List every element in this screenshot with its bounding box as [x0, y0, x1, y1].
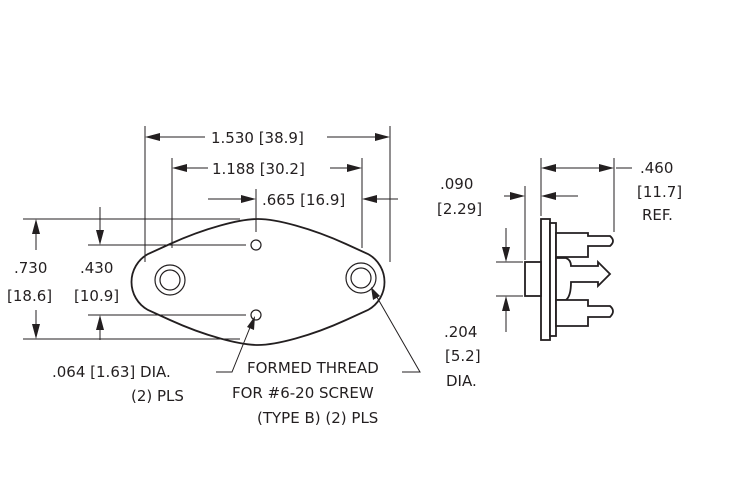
bottom-pin-hole — [250, 309, 262, 321]
dimension-mount-spacing-label: 1.188 [30.2] — [212, 160, 305, 178]
top-pin-hole — [250, 239, 262, 251]
dimension-depth-inch: .460 — [640, 159, 673, 177]
dimension-depth-mm: [11.7] — [637, 183, 682, 201]
dimension-flange-thickness-mm: [2.29] — [437, 200, 482, 218]
dimension-flange-thickness-inch: .090 — [440, 175, 473, 193]
dimension-overall-width: 1.530 [38.9] — [144, 126, 391, 262]
center-terminal — [555, 257, 612, 301]
front-view — [130, 218, 386, 346]
dimension-pin-diameter-inch: .204 — [444, 323, 477, 341]
dimension-pin-span: .430 [10.9] — [74, 207, 246, 340]
body-stub — [524, 261, 542, 297]
thread-note: FORMED THREAD FOR #6-20 SCREW (TYPE B) (… — [232, 287, 421, 427]
thread-note-line2: FOR #6-20 SCREW — [232, 384, 374, 402]
pin-hole-note-line2: (2) PLS — [131, 387, 184, 405]
thread-note-line3: (TYPE B) (2) PLS — [257, 409, 378, 427]
mounting-plate-outline — [130, 218, 386, 346]
dimension-pin-offset-label: .665 [16.9] — [262, 191, 345, 209]
right-thread-hole-inner — [350, 267, 372, 289]
dimension-pin-span-inch: .430 — [80, 259, 113, 277]
dimension-pin-diameter-mm: [5.2] — [445, 347, 481, 365]
dimension-flange-thickness: .090 [2.29] — [437, 175, 578, 260]
dimension-height: .730 [18.6] — [7, 218, 240, 340]
dimension-pin-diameter-label: DIA. — [446, 372, 477, 390]
dimension-height-mm: [18.6] — [7, 287, 52, 305]
left-thread-hole-outer — [154, 264, 186, 296]
bottom-pin — [555, 299, 614, 327]
top-pin — [555, 232, 614, 258]
dimension-height-inch: .730 — [14, 259, 47, 277]
pin-hole-note: .064 [1.63] DIA. (2) PLS — [52, 316, 255, 405]
pin-hole-note-line1: .064 [1.63] DIA. — [52, 363, 171, 381]
dimension-pin-offset: .665 [16.9] — [208, 189, 398, 232]
dimension-pin-diameter: .204 [5.2] DIA. — [444, 228, 523, 390]
dimension-depth: .460 [11.7] REF. — [540, 158, 682, 232]
dimension-overall-width-label: 1.530 [38.9] — [211, 129, 304, 147]
left-thread-hole-inner — [159, 269, 181, 291]
flange-outer — [540, 218, 551, 341]
dimension-mount-spacing: 1.188 [30.2] — [171, 158, 363, 248]
right-thread-hole-outer — [345, 262, 377, 294]
side-view — [524, 218, 614, 341]
dimension-pin-span-mm: [10.9] — [74, 287, 119, 305]
dimension-depth-ref: REF. — [642, 206, 673, 224]
thread-note-line1: FORMED THREAD — [247, 359, 379, 377]
